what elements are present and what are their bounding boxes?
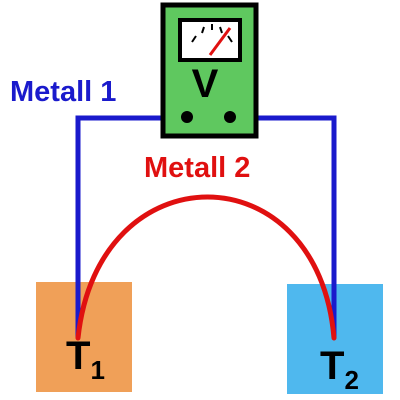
metal2-label: Metall 2	[144, 152, 251, 184]
t2-symbol: T	[320, 344, 345, 388]
t2-subscript: 2	[344, 365, 359, 395]
t1-subscript: 1	[90, 355, 105, 385]
voltmeter	[160, 2, 259, 139]
metal1-label: Metall 1	[10, 76, 117, 108]
voltmeter-scale	[191, 24, 233, 43]
t1-label: T1	[66, 334, 105, 383]
t2-label: T2	[320, 344, 359, 393]
voltmeter-terminal-left	[181, 111, 193, 123]
metal2-wire	[75, 194, 337, 341]
voltmeter-symbol: V	[191, 62, 219, 106]
t1-symbol: T	[66, 334, 91, 378]
voltmeter-needle	[208, 27, 232, 56]
voltmeter-terminal-right	[224, 111, 236, 123]
